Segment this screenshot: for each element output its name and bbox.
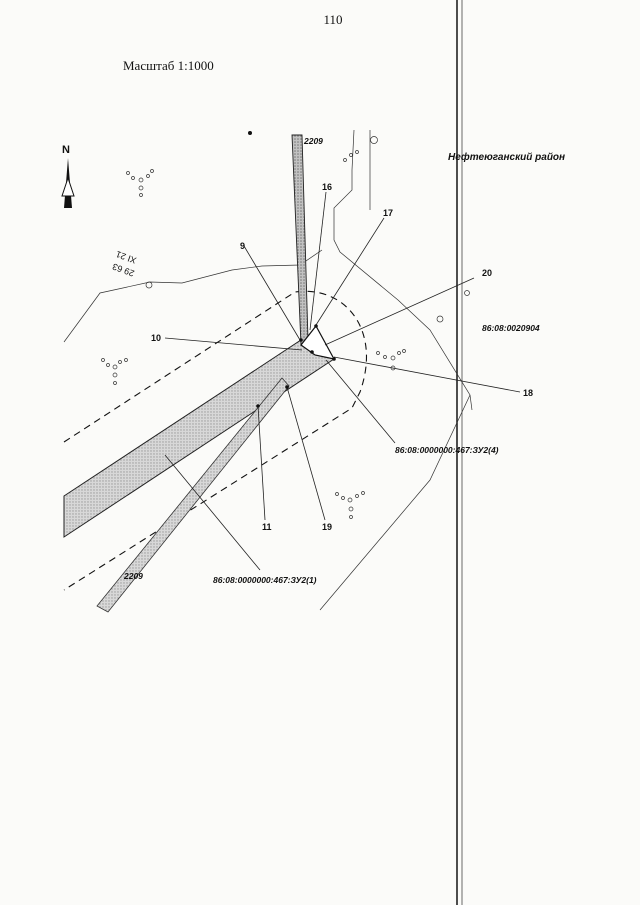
leader-lines: [164, 191, 521, 571]
vertex-points: [256, 324, 336, 408]
parcel-label-zu-1: 86:08:0000000:467:ЗУ2(1): [213, 575, 317, 585]
point-label-18: 18: [523, 388, 533, 398]
road-label-top: 2209: [303, 136, 323, 146]
marker-dot: [248, 131, 252, 135]
parcel-label-right: 86:08:0020904: [482, 323, 540, 333]
page-border-lines: [456, 0, 463, 905]
point-label-17: 17: [383, 208, 393, 218]
map-labels: Нефтеюганский район 86:08:0020904 86:08:…: [111, 136, 565, 585]
point-label-19: 19: [322, 522, 332, 532]
point-label-11: 11: [262, 522, 272, 532]
north-arrow-label: N: [62, 144, 70, 156]
pipeline-corridors: [63, 134, 336, 613]
point-label-10: 10: [151, 333, 161, 343]
scale-label: Масштаб 1:1000: [123, 58, 214, 73]
tree-symbols: [101, 136, 470, 519]
point-label-9: 9: [240, 241, 245, 251]
parcel-label-zu-4: 86:08:0000000:467:ЗУ2(4): [395, 445, 499, 455]
north-arrow-icon: N: [61, 144, 75, 208]
boundary-lines: [63, 129, 473, 611]
region-label: Нефтеюганский район: [448, 151, 565, 163]
point-label-20: 20: [482, 268, 492, 278]
page-number: 110: [323, 12, 343, 27]
point-label-16: 16: [322, 182, 332, 192]
road-label-bottom: 2209: [123, 571, 143, 581]
